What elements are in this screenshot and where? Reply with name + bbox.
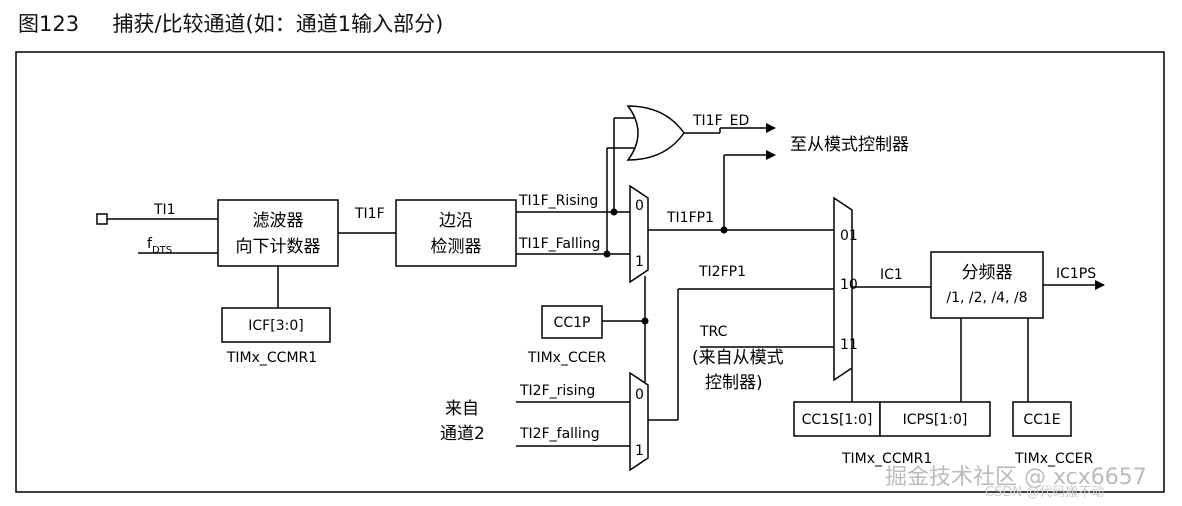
prescaler-label-1: 分频器 [962, 263, 1013, 283]
mux-upper-1: 1 [635, 254, 644, 270]
fdts-label: fDTS [147, 236, 172, 256]
ti2-falling-label: TI2F_falling [519, 426, 600, 442]
ti1f-label: TI1F [354, 206, 385, 222]
icf-register [221, 307, 331, 343]
cc1p-register [541, 305, 603, 339]
ti1f-ed-label: TI1F_ED [692, 113, 749, 129]
polarity-mux-lower [629, 371, 649, 472]
ccmr1-label-b: TIMx_CCMR1 [841, 451, 932, 467]
ti1fp1-label: TI1FP1 [666, 210, 714, 226]
filter-label-1: 滤波器 [253, 211, 304, 231]
ic1ps-label: IC1PS [1056, 266, 1096, 282]
selector-10: 10 [840, 277, 858, 293]
cc1s-label: CC1S[1:0] [802, 412, 873, 428]
selector-01: 01 [840, 228, 858, 244]
trc-label: TRC [699, 324, 728, 340]
junction-dot [720, 226, 728, 234]
ti1-input-pin [96, 213, 108, 225]
icps-label: ICPS[1:0] [903, 412, 968, 428]
mux-lower-1: 1 [635, 443, 644, 459]
cc1e-label: CC1E [1023, 412, 1060, 428]
ccer-label-a: TIMx_CCER [527, 350, 606, 366]
junction-dot [641, 317, 649, 325]
edge-detector-block [395, 199, 517, 267]
trc-source-label-1: (来自从模式 [692, 348, 784, 368]
from-label-1: 来自 [445, 399, 479, 419]
slave-controller-label: 至从模式控制器 [790, 135, 909, 155]
cc1e-register [1012, 401, 1072, 437]
fdts-f: f [147, 236, 153, 252]
or-gate [626, 105, 685, 161]
ti2fp1-label: TI2FP1 [698, 264, 746, 280]
ti1-label: TI1 [153, 202, 176, 218]
ccmr1-label-a: TIMx_CCMR1 [226, 350, 317, 366]
fdts-sub: DTS [152, 245, 172, 256]
watermark-line-2: CSDN @代码搬不动 [985, 485, 1104, 500]
cc1p-label: CC1P [554, 315, 591, 331]
junction-dot [610, 208, 618, 216]
watermark-line-1: 掘金技术社区 @ xcx6657 [885, 465, 1147, 490]
ic1-label: IC1 [880, 267, 903, 283]
cc1s-register [793, 401, 881, 437]
junction-dot [603, 250, 611, 258]
icf-label: ICF[3:0] [248, 318, 303, 334]
edge-label-2: 检测器 [431, 237, 482, 257]
ccer-label-b: TIMx_CCER [1014, 451, 1093, 467]
outer-frame [15, 51, 1165, 493]
trc-source-label-2: 控制器) [705, 373, 763, 393]
filter-label-2: 向下计数器 [236, 237, 321, 257]
figure-title: 图123 捕获/比较通道(如：通道1输入部分) [18, 12, 444, 36]
polarity-mux-upper [629, 184, 649, 284]
mux-upper-0: 0 [635, 198, 644, 214]
prescaler-block [930, 251, 1044, 319]
edge-label-1: 边沿 [439, 211, 473, 231]
selector-11: 11 [840, 337, 858, 353]
ti2-rising-label: TI2F_rising [519, 383, 595, 399]
rising-label: TI1F_Rising [518, 193, 598, 209]
falling-label: TI1F_Falling [518, 236, 600, 252]
from-label-2: 通道2 [440, 424, 485, 444]
icps-register [879, 401, 991, 437]
mux-lower-0: 0 [635, 387, 644, 403]
prescaler-label-2: /1, /2, /4, /8 [946, 290, 1027, 306]
